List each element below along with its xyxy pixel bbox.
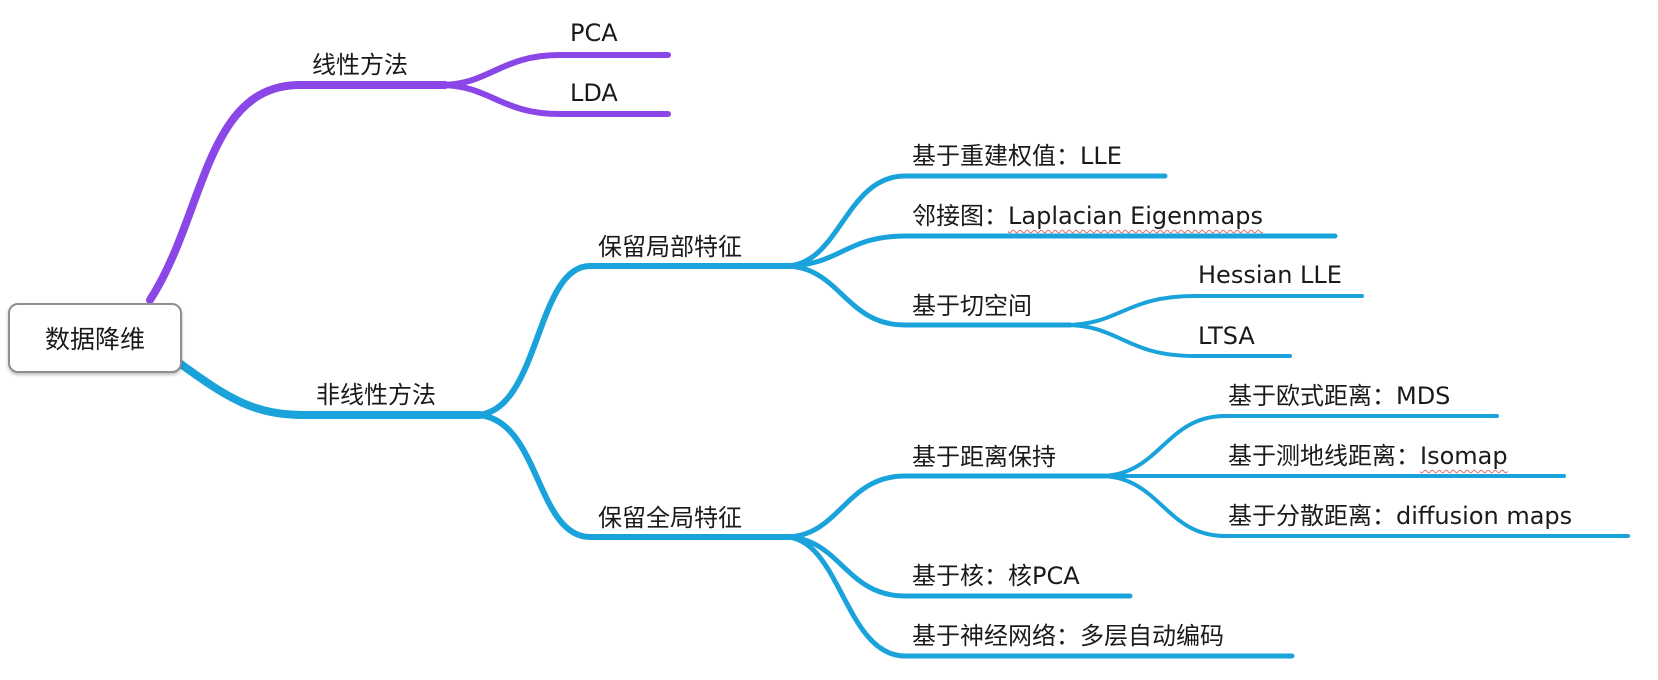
laplacian-term: Laplacian Eigenmaps <box>1008 202 1263 230</box>
node-hessian-lle[interactable]: Hessian LLE <box>1198 261 1342 289</box>
connector-global-neural <box>782 534 1295 659</box>
node-mds[interactable]: 基于欧式距离：MDS <box>1228 382 1451 410</box>
isomap-prefix: 基于测地线距离： <box>1228 442 1420 470</box>
connector-root-linear <box>146 81 449 304</box>
connector-distance-diffusion <box>1098 474 1630 538</box>
connector-local-laplacian <box>782 233 1338 269</box>
connector-linear-lda <box>437 82 671 117</box>
node-preserve-global-features[interactable]: 保留全局特征 <box>598 504 742 532</box>
node-lle[interactable]: 基于重建权值：LLE <box>912 142 1122 170</box>
node-laplacian-eigenmaps[interactable]: 邻接图：Laplacian Eigenmaps <box>912 201 1263 231</box>
node-preserve-local-features[interactable]: 保留局部特征 <box>598 233 742 261</box>
root-node[interactable]: 数据降维 <box>8 303 182 373</box>
root-node-label: 数据降维 <box>44 325 145 354</box>
connector-local-tangent <box>782 263 1073 328</box>
connector-root-nonlinear <box>174 358 484 419</box>
connector-linear-pca <box>437 52 671 88</box>
node-nonlinear-methods[interactable]: 非线性方法 <box>316 381 436 409</box>
node-kernel-pca[interactable]: 基于核：核PCA <box>912 562 1080 590</box>
node-lda[interactable]: LDA <box>570 79 618 107</box>
node-linear-methods[interactable]: 线性方法 <box>312 51 408 79</box>
connector-nonlinear-local <box>472 263 793 418</box>
node-pca[interactable]: PCA <box>570 19 618 47</box>
connector-tangent-hessian <box>1063 294 1364 327</box>
node-tangent-space[interactable]: 基于切空间 <box>912 292 1032 320</box>
connector-tangent-ltsa <box>1063 323 1292 358</box>
isomap-term: Isomap <box>1420 442 1508 470</box>
node-ltsa[interactable]: LTSA <box>1198 322 1255 350</box>
connector-local-lle <box>782 173 1168 269</box>
node-diffusion-maps[interactable]: 基于分散距离：diffusion maps <box>1228 502 1573 530</box>
node-neural-autoencoder[interactable]: 基于神经网络：多层自动编码 <box>912 622 1224 650</box>
connector-distance-mds <box>1098 414 1499 478</box>
connector-global-distance <box>782 473 1108 540</box>
laplacian-prefix: 邻接图： <box>912 202 1008 230</box>
node-isomap[interactable]: 基于测地线距离：Isomap <box>1228 441 1508 471</box>
connector-nonlinear-global <box>472 412 793 540</box>
node-distance-preserving[interactable]: 基于距离保持 <box>912 443 1056 471</box>
